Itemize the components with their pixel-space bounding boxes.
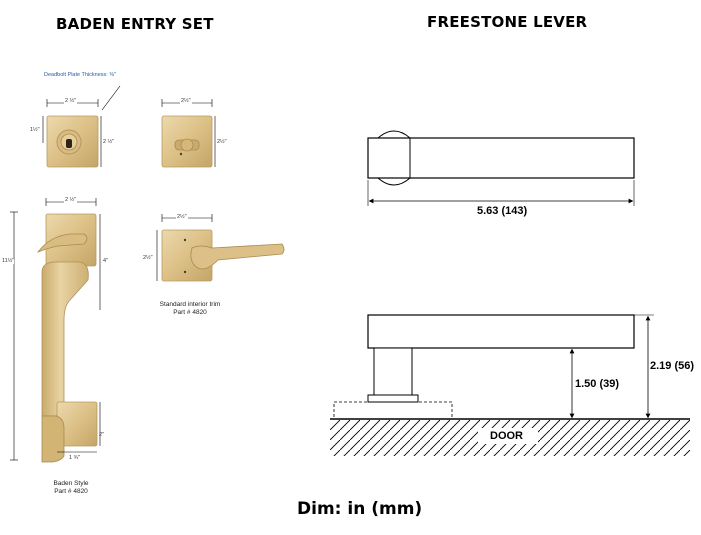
handle-bottom-width-label: 1 ¾" — [69, 455, 81, 461]
deadbolt-cylinder-label: 1½" — [30, 127, 40, 133]
deadbolt-height-label: 2 ½" — [103, 139, 115, 145]
freestone-top-view — [367, 130, 635, 206]
deadbolt-thickness-note: Deadbolt Plate Thickness: ⅜" — [44, 72, 116, 78]
projection-label: 1.50 (39) — [575, 378, 620, 390]
handle-upper-label: 4" — [103, 258, 109, 264]
handle-lower-label: 2" — [99, 432, 105, 438]
handle-total-height-label: 11½" — [2, 258, 15, 264]
style-caption: Baden Style Part # 4820 — [36, 480, 106, 496]
style-caption-line-1: Baden Style — [53, 480, 89, 487]
freestone-title: FREESTONE LEVER — [427, 13, 588, 31]
trim-caption-line-1: Standard interior trim — [159, 301, 221, 308]
dimension-units-note: Dim: in (mm) — [297, 499, 423, 519]
rear-height-label: 2½" — [217, 139, 227, 145]
rear-width-label: 2½" — [180, 98, 192, 104]
door-label: DOOR — [490, 430, 523, 442]
handleset-grip — [10, 198, 101, 463]
freestone-side-view — [330, 314, 690, 456]
trim-height-label: 2½" — [143, 255, 153, 261]
handle-top-width-label: 2 ½" — [64, 197, 78, 203]
trim-width-label: 2½" — [176, 214, 188, 220]
deadbolt-rear — [161, 99, 216, 168]
total-projection-label: 2.19 (56) — [650, 360, 695, 372]
baden-title: BADEN ENTRY SET — [56, 15, 214, 33]
trim-caption: Standard interior trim Part # 4820 — [150, 301, 230, 317]
trim-caption-line-2: Part # 4820 — [173, 309, 207, 316]
deadbolt-front — [42, 85, 121, 168]
deadbolt-width-label: 2 ½" — [64, 98, 78, 104]
style-caption-line-2: Part # 4820 — [54, 488, 88, 495]
interior-trim — [156, 214, 285, 282]
length-label: 5.63 (143) — [477, 205, 528, 217]
